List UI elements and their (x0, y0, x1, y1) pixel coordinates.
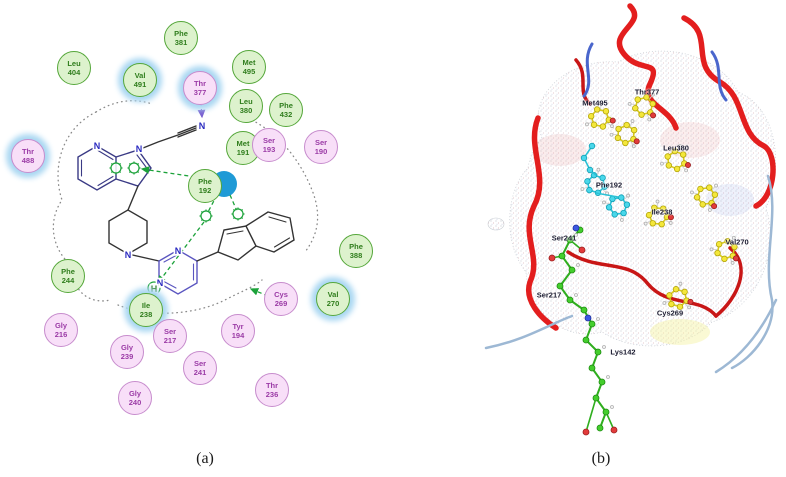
panel-b-figure (484, 3, 778, 436)
hbond-thr377-nitrile (197, 102, 206, 119)
atom-label-N: N (136, 144, 143, 154)
mesh-surface (487, 50, 776, 347)
blue-strands (484, 42, 778, 374)
atom-label-N: N (175, 246, 182, 256)
ball-and-stick-models (548, 92, 739, 436)
ligand-structure (77, 125, 295, 295)
atom-label-N: N (157, 278, 164, 288)
atom-label-N: N (125, 250, 132, 260)
panel-a-caption: (a) (196, 450, 214, 467)
pipi-phe192-azaindole (140, 166, 210, 180)
pipi-link-2 (229, 194, 238, 212)
atom-label-N: N (199, 121, 206, 131)
atom-label-N: N (94, 141, 101, 151)
panel-b-caption: (b) (591, 450, 611, 467)
atom-label-H: H (151, 284, 158, 294)
pipi-link-to-ring-h (157, 221, 205, 285)
